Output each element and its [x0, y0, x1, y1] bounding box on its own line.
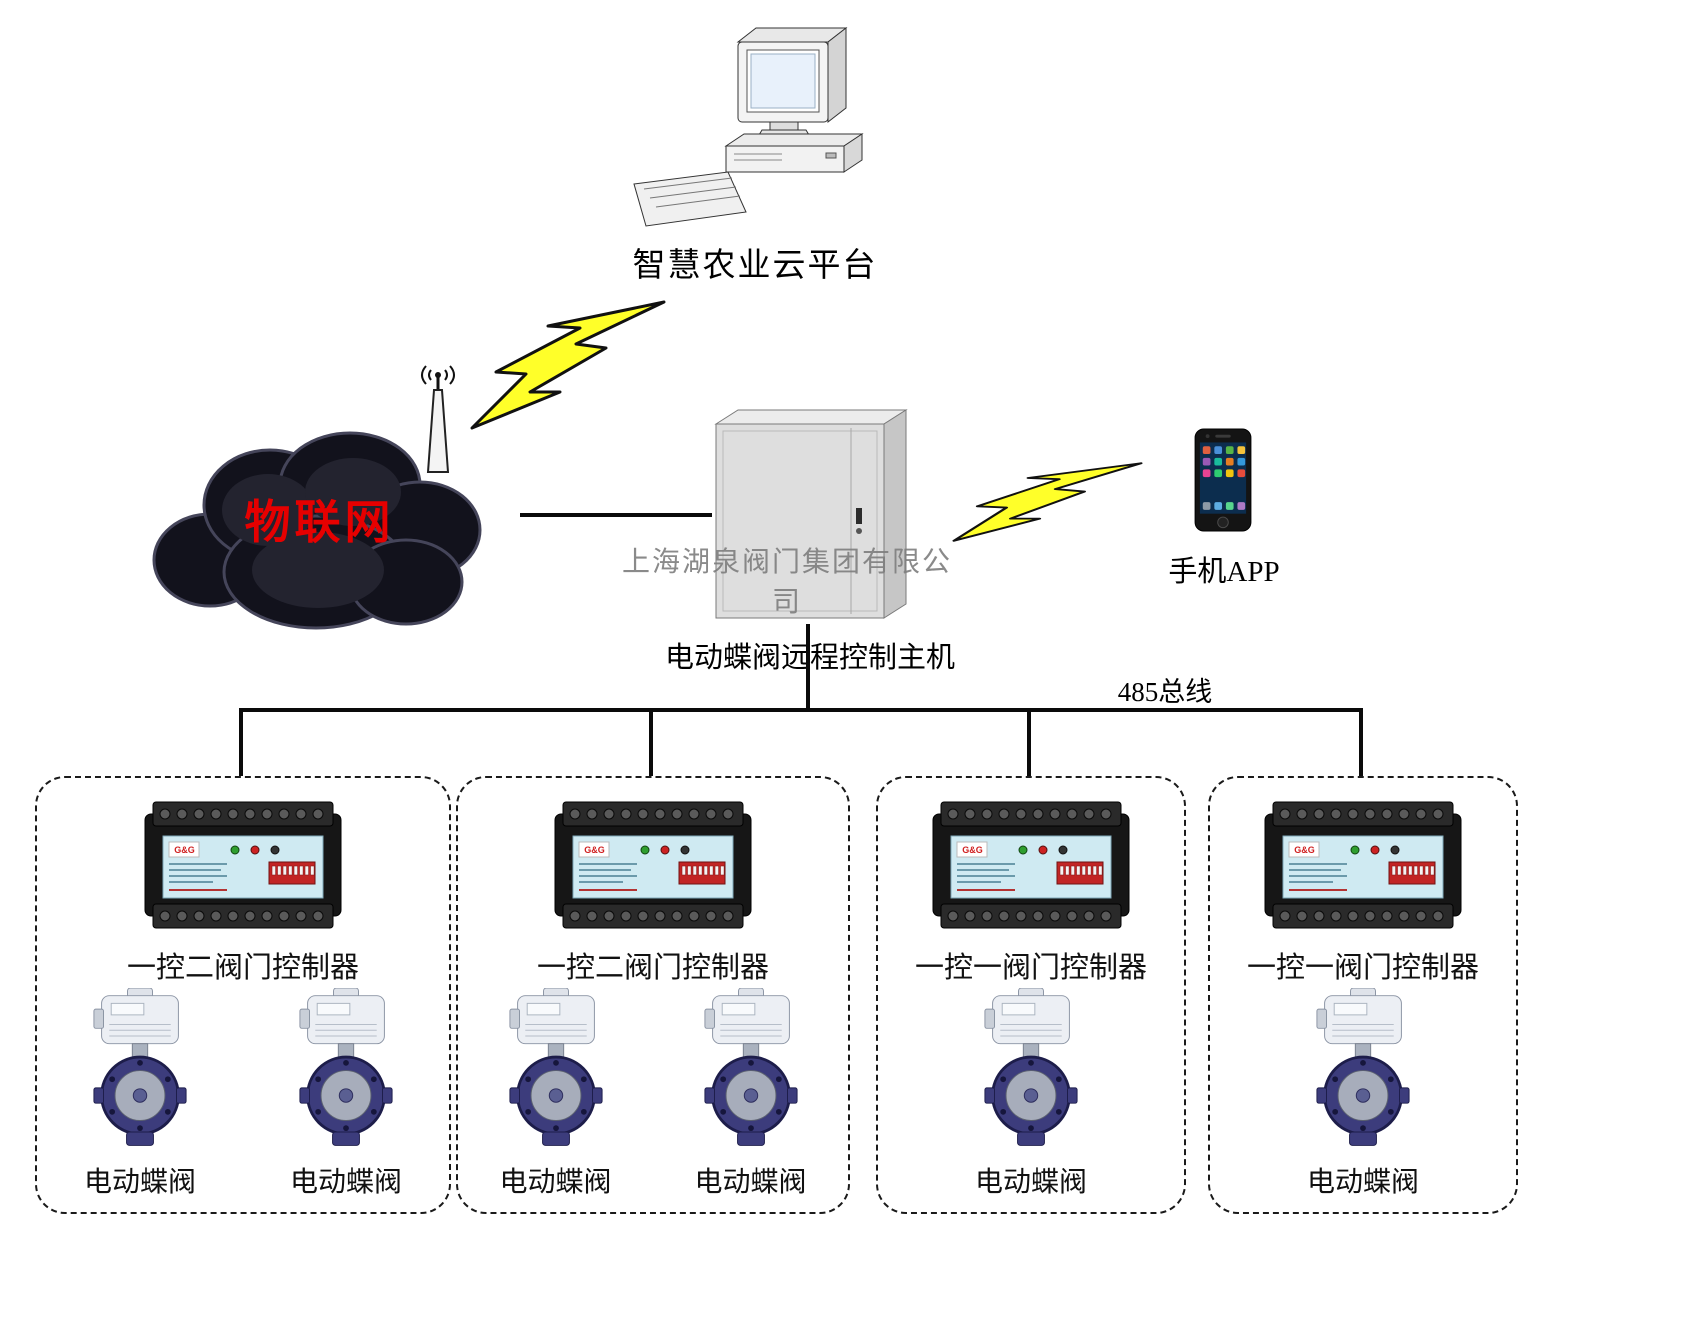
butterfly-valve-icon [702, 988, 799, 1147]
valve-label: 电动蝶阀 [974, 1167, 1087, 1198]
cabinet-label: 电动蝶阀远程控制主机 [660, 634, 960, 676]
valve-label: 电动蝶阀 [694, 1167, 807, 1198]
controller-label: 一控二阀门控制器 [126, 952, 359, 984]
lightning-bolt-icon [952, 462, 1143, 542]
valve-controller-icon: G&G [143, 800, 343, 930]
butterfly-valve-icon [92, 988, 188, 1147]
cloud-cabinet-connector-line [520, 513, 712, 517]
iot-cloud-label: 物联网 [244, 497, 395, 548]
butterfly-valve-icon [507, 988, 604, 1147]
controller-logo: G&G [962, 845, 983, 855]
desktop-computer-icon [633, 26, 864, 227]
rs485-bus-label: 485总线 [1117, 677, 1213, 707]
valve-group-3: G&G 一控一阀门控制器 电动蝶阀 [876, 776, 1186, 1214]
controller-label: 一控二阀门控制器 [536, 952, 769, 984]
valve-controller-icon: G&G [1263, 800, 1463, 930]
valve-group-1: G&G 一控二阀门控制器 电动蝶阀 电动蝶阀 [35, 776, 451, 1214]
lightning-bolt-icon [470, 300, 666, 430]
valve-controller-icon: G&G [931, 800, 1131, 930]
butterfly-valve: 电动蝶阀 [972, 988, 1090, 1200]
butterfly-valve-icon [1315, 988, 1411, 1147]
bus-branch-line [1359, 708, 1363, 778]
butterfly-valve-icon [298, 988, 394, 1147]
controller-logo: G&G [174, 845, 195, 855]
rs485-bus-line [239, 708, 1363, 712]
bus-branch-line [649, 708, 653, 778]
valve-controller-icon: G&G [553, 800, 753, 930]
butterfly-valve: 电动蝶阀 [1304, 988, 1422, 1200]
phone-app-label: 手机APP [1168, 556, 1280, 588]
valve-group-4: G&G 一控一阀门控制器 电动蝶阀 [1208, 776, 1518, 1214]
control-cabinet-icon [714, 409, 908, 619]
antenna-icon [421, 365, 455, 473]
controller-logo: G&G [584, 845, 605, 855]
smartphone-icon [1194, 428, 1252, 532]
cloud-platform-label: 智慧农业云平台 [632, 248, 878, 284]
company-watermark: 上海湖泉阀门集团有限公司 [621, 547, 952, 618]
bus-branch-line [1027, 708, 1031, 778]
bus-branch-line [239, 708, 243, 778]
controller-logo: G&G [1294, 845, 1315, 855]
iot-cloud-icon [152, 431, 482, 630]
butterfly-valve: 电动蝶阀 [692, 988, 810, 1200]
valve-label: 电动蝶阀 [289, 1167, 402, 1198]
valve-group-2: G&G 一控二阀门控制器 电动蝶阀 电动蝶阀 [456, 776, 850, 1214]
controller-label: 一控一阀门控制器 [1246, 952, 1479, 984]
controller-label: 一控一阀门控制器 [914, 952, 1147, 984]
valve-label: 电动蝶阀 [83, 1167, 196, 1198]
valve-label: 电动蝶阀 [1306, 1167, 1419, 1198]
valve-label: 电动蝶阀 [499, 1167, 612, 1198]
butterfly-valve-icon [983, 988, 1079, 1147]
cabinet-bus-drop-line [806, 624, 810, 710]
butterfly-valve: 电动蝶阀 [497, 988, 615, 1200]
butterfly-valve: 电动蝶阀 [287, 988, 405, 1200]
butterfly-valve: 电动蝶阀 [81, 988, 199, 1200]
